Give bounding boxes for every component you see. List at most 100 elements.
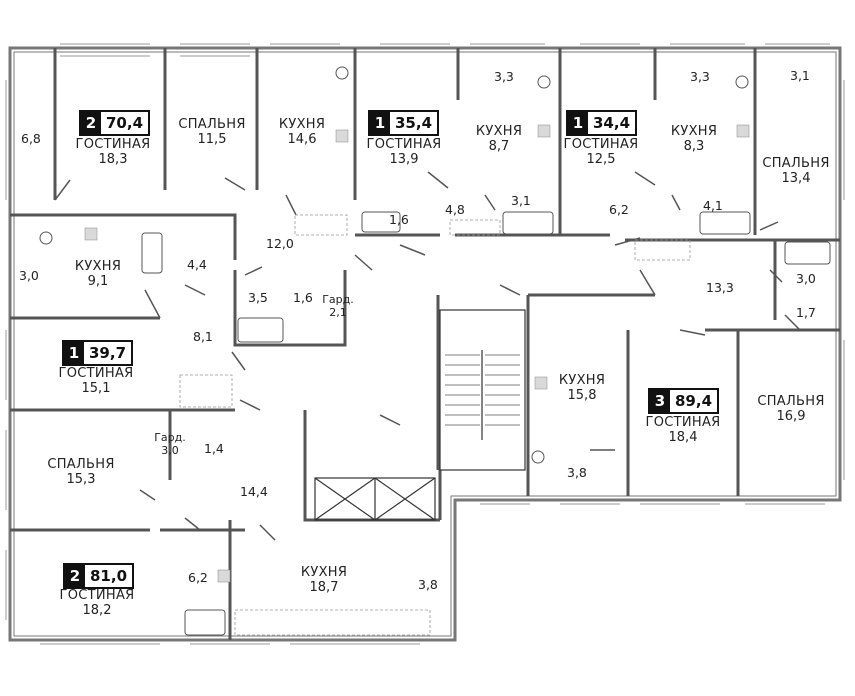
area-label: 6,2 xyxy=(609,202,629,217)
room-label: ГОСТИНАЯ 18,4 xyxy=(640,415,726,446)
room-name: ГОСТИНАЯ xyxy=(59,588,135,603)
room-area: 18,2 xyxy=(82,602,112,618)
area-label: 3,1 xyxy=(511,193,531,208)
room-label: СПАЛЬНЯ 11,5 xyxy=(172,117,252,148)
wardrobe-name: Гард. xyxy=(154,431,186,444)
area-label: 1,4 xyxy=(204,441,224,456)
stoves xyxy=(84,124,750,583)
room-area: 18,3 xyxy=(98,151,128,167)
area-label: 3,3 xyxy=(690,69,710,84)
area-label: 3,8 xyxy=(567,465,587,480)
badge-rooms: 1 xyxy=(64,342,84,364)
area-label: 13,3 xyxy=(706,280,734,295)
apartment-badge: 1 34,4 xyxy=(566,110,638,136)
apartment-badge: 1 39,7 xyxy=(62,340,134,366)
room-name: ГОСТИНАЯ xyxy=(75,137,151,152)
area-label: 1,6 xyxy=(293,290,313,305)
apartment-badge: 2 70,4 xyxy=(79,110,151,136)
bathroom-fixtures xyxy=(39,66,831,636)
room-label: КУХНЯ 8,7 xyxy=(459,124,539,155)
area-label: 4,1 xyxy=(703,198,723,213)
room-area: 13,9 xyxy=(389,151,419,167)
area-label: 6,8 xyxy=(21,131,41,146)
stair-core xyxy=(439,309,526,471)
badge-rooms: 2 xyxy=(65,565,85,587)
room-label: ГОСТИНАЯ 18,3 xyxy=(70,137,156,168)
room-name: КУХНЯ xyxy=(74,259,122,274)
badge-total: 35,4 xyxy=(390,112,438,134)
room-name: КУХНЯ xyxy=(475,124,523,139)
wardrobe-label: Гард. 3,0 xyxy=(150,431,190,457)
room-area: 18,4 xyxy=(668,429,698,445)
badge-rooms: 1 xyxy=(370,112,390,134)
room-name: КУХНЯ xyxy=(670,124,718,139)
room-name: ГОСТИНАЯ xyxy=(645,415,721,430)
area-label: 3,8 xyxy=(418,577,438,592)
apartment-badge: 3 89,4 xyxy=(648,388,720,414)
badge-total: 39,7 xyxy=(84,342,132,364)
room-name: СПАЛЬНЯ xyxy=(757,394,825,409)
room-area: 12,5 xyxy=(586,151,616,167)
room-name: КУХНЯ xyxy=(300,565,348,580)
room-label: КУХНЯ 8,3 xyxy=(654,124,734,155)
area-label: 14,4 xyxy=(240,484,268,499)
area-label: 8,1 xyxy=(193,329,213,344)
wardrobes xyxy=(179,214,691,636)
area-label: 3,1 xyxy=(790,68,810,83)
wardrobe-area: 2,1 xyxy=(329,305,347,319)
doors xyxy=(54,171,801,541)
room-area: 16,9 xyxy=(776,408,806,424)
room-label: СПАЛЬНЯ 16,9 xyxy=(748,394,834,425)
room-area: 8,7 xyxy=(488,138,510,154)
badge-total: 81,0 xyxy=(85,565,133,587)
outer-walls xyxy=(8,46,842,642)
room-area: 15,3 xyxy=(66,471,96,487)
badge-total: 89,4 xyxy=(670,390,718,412)
elevators xyxy=(314,477,436,521)
area-label: 3,5 xyxy=(248,290,268,305)
windows xyxy=(5,43,845,645)
area-label: 3,0 xyxy=(19,268,39,283)
room-area: 11,5 xyxy=(197,131,227,147)
room-area: 8,3 xyxy=(683,138,705,154)
apartment-badge: 2 81,0 xyxy=(63,563,135,589)
badge-rooms: 3 xyxy=(650,390,670,412)
room-name: СПАЛЬНЯ xyxy=(178,117,246,132)
room-area: 14,6 xyxy=(287,131,317,147)
room-name: ГОСТИНАЯ xyxy=(366,137,442,152)
room-label: СПАЛЬНЯ 15,3 xyxy=(38,457,124,488)
room-name: ГОСТИНАЯ xyxy=(563,137,639,152)
wardrobe-area: 3,0 xyxy=(161,443,179,457)
badge-rooms: 1 xyxy=(568,112,588,134)
room-label: ГОСТИНАЯ 12,5 xyxy=(558,137,644,168)
room-label: КУХНЯ 18,7 xyxy=(284,565,364,596)
badge-rooms: 2 xyxy=(81,112,101,134)
room-label: ГОСТИНАЯ 18,2 xyxy=(54,588,140,619)
area-label: 6,2 xyxy=(188,570,208,585)
area-label: 4,4 xyxy=(187,257,207,272)
area-label: 3,0 xyxy=(796,271,816,286)
apartment-badge: 1 35,4 xyxy=(368,110,440,136)
room-name: СПАЛЬНЯ xyxy=(47,457,115,472)
room-label: ГОСТИНАЯ 13,9 xyxy=(361,137,447,168)
room-label: КУХНЯ 15,8 xyxy=(542,373,622,404)
wardrobe-label: Гард. 2,1 xyxy=(318,293,358,319)
room-name: СПАЛЬНЯ xyxy=(762,156,830,171)
room-name: КУХНЯ xyxy=(278,117,326,132)
room-label: КУХНЯ 14,6 xyxy=(262,117,342,148)
badge-total: 70,4 xyxy=(101,112,149,134)
room-label: СПАЛЬНЯ 13,4 xyxy=(756,156,836,187)
room-name: ГОСТИНАЯ xyxy=(58,366,134,381)
area-label: 3,3 xyxy=(494,69,514,84)
room-area: 9,1 xyxy=(87,273,109,289)
room-area: 18,7 xyxy=(309,579,339,595)
area-label: 1,6 xyxy=(389,212,409,227)
room-area: 15,8 xyxy=(567,387,597,403)
room-name: КУХНЯ xyxy=(558,373,606,388)
area-label: 12,0 xyxy=(266,236,294,251)
wardrobe-name: Гард. xyxy=(322,293,354,306)
room-label: ГОСТИНАЯ 15,1 xyxy=(53,366,139,397)
area-label: 1,7 xyxy=(796,305,816,320)
room-area: 15,1 xyxy=(81,380,111,396)
